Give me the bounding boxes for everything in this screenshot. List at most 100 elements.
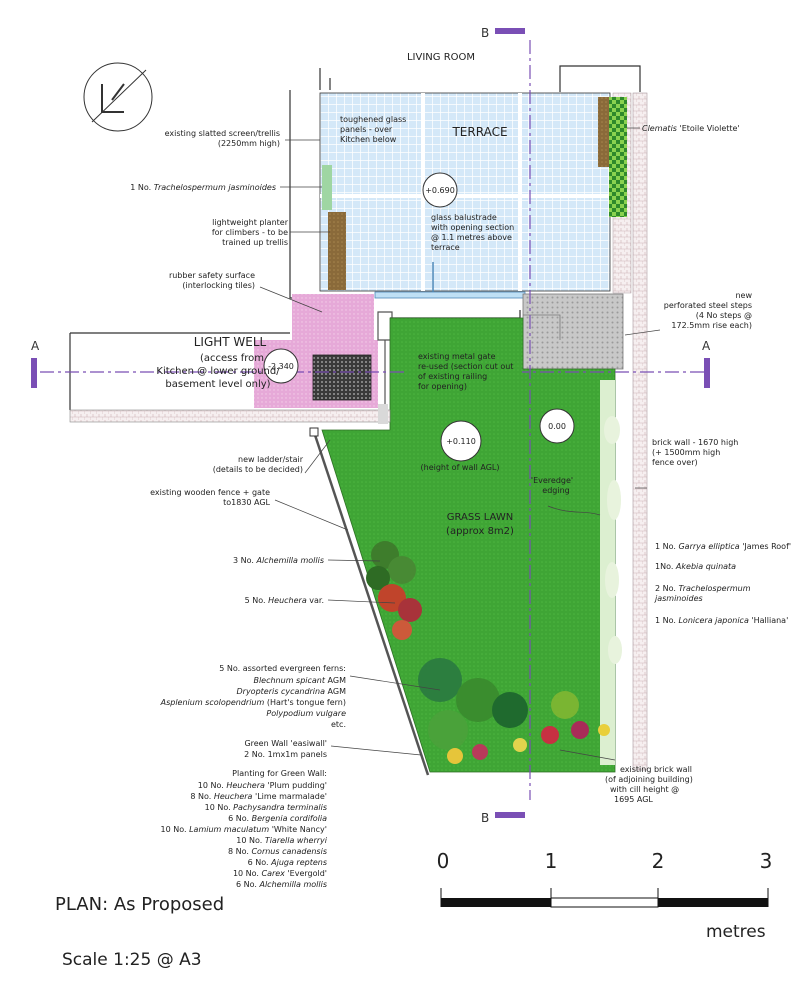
fern-plants <box>418 658 579 750</box>
scale-unit: metres <box>706 922 766 942</box>
svg-text:new: new <box>735 291 752 300</box>
svg-text:172.5mm rise each): 172.5mm rise each) <box>671 321 752 330</box>
planting-item: 8 No. Cornus canadensis <box>228 847 327 856</box>
metal-gate-note: existing metal gate re-used (section cut… <box>418 352 513 391</box>
ferns-etc: etc. <box>331 720 346 729</box>
svg-text:(details to be decided): (details to be decided) <box>213 465 303 474</box>
fern-item: Polypodium vulgare <box>266 709 346 718</box>
svg-text:terrace: terrace <box>431 243 460 252</box>
svg-text:(interlocking tiles): (interlocking tiles) <box>182 281 255 290</box>
svg-text:glass balustrade: glass balustrade <box>431 213 497 222</box>
svg-text:rubber safety surface: rubber safety surface <box>169 271 255 280</box>
svg-text:trained up trellis: trained up trellis <box>222 238 288 247</box>
section-a-right: A <box>702 339 711 353</box>
existing-brick-label: existing brick wall (of adjoining buildi… <box>605 765 693 804</box>
svg-text:(4 No steps @: (4 No steps @ <box>696 311 752 320</box>
garrya-plants <box>604 416 622 664</box>
svg-text:perforated steel steps: perforated steel steps <box>664 301 752 310</box>
light-well-note-1: (access from <box>200 353 264 364</box>
section-line-a <box>31 358 710 388</box>
garrya-label: 1 No. Garrya elliptica 'James Roof' <box>655 542 791 551</box>
trachelospermum-label: 1 No. Trachelospermum jasminoides <box>130 183 276 192</box>
fern-item: Dryopteris cycandrina AGM <box>237 687 347 696</box>
grass-lawn-label: GRASS LAWN <box>447 512 513 523</box>
fern-item: Asplenium scolopendrium (Hart's tongue f… <box>160 698 346 707</box>
steel-steps <box>522 293 624 370</box>
svg-text:(+ 1500mm high: (+ 1500mm high <box>652 448 720 457</box>
scale-text: Scale 1:25 @ A3 <box>62 950 202 970</box>
clematis-label: Clematis 'Etoile Violette' <box>642 124 740 133</box>
planter-label: lightweight planter for climbers - to be… <box>212 218 289 247</box>
toughened-glass-note: toughened glass panels - over Kitchen be… <box>340 115 406 144</box>
svg-text:toughened glass: toughened glass <box>340 115 406 124</box>
svg-text:panels - over: panels - over <box>340 125 393 134</box>
scale-tick-2: 2 <box>652 849 665 873</box>
section-b-top: B <box>481 26 489 40</box>
svg-text:existing slatted screen/trelli: existing slatted screen/trellis <box>165 129 280 138</box>
planting-item: 10 No. Lamium maculatum 'White Nancy' <box>161 825 327 834</box>
svg-text:for climbers - to be: for climbers - to be <box>212 228 288 237</box>
akebia-label: 1No. Akebia quinata <box>655 562 736 571</box>
green-wall-planting <box>447 721 610 764</box>
svg-text:edging: edging <box>542 486 569 495</box>
section-line-b <box>495 28 531 818</box>
clematis-plant <box>609 97 627 217</box>
svg-text:fence over): fence over) <box>652 458 698 467</box>
planting-title: Planting for Green Wall: <box>232 769 327 778</box>
living-room-label: LIVING ROOM <box>407 52 475 63</box>
wooden-fence <box>312 431 430 776</box>
planting-item: 10 No. Carex 'Evergold' <box>233 869 327 878</box>
lawn-level: 0.00 <box>548 422 566 431</box>
svg-text:of existing railing: of existing railing <box>418 372 487 381</box>
light-well-level-marker <box>263 348 299 384</box>
planting-list: 10 No. Heuchera 'Plum pudding'8 No. Heuc… <box>161 781 328 889</box>
trachelospermum-plant <box>322 165 332 210</box>
section-b-bottom: B <box>481 811 489 825</box>
lawn-wall-level: +0.110 <box>446 437 476 446</box>
light-well-level: -2.340 <box>268 362 294 371</box>
planting-item: 6 No. Alchemilla mollis <box>236 880 327 889</box>
planting-item: 10 No. Pachysandra terminalis <box>205 803 327 812</box>
planting-item: 6 No. Bergenia cordifolia <box>228 814 327 823</box>
planting-item: 6 No. Ajuga reptens <box>248 858 327 867</box>
svg-text:brick wall - 1670 high: brick wall - 1670 high <box>652 438 738 447</box>
scale-tick-0: 0 <box>437 849 450 873</box>
brick-wall <box>632 92 648 771</box>
clematis-planter <box>598 97 610 167</box>
light-well-note-3: basement level only) <box>165 379 270 390</box>
left-boundary-wall <box>69 409 391 423</box>
planting-item: 10 No. Tiarella wherryi <box>236 836 328 845</box>
lawn-wall-level-note: (height of wall AGL) <box>421 463 500 472</box>
svg-text:(2250mm high): (2250mm high) <box>218 139 280 148</box>
scale-tick-3: 3 <box>760 849 773 873</box>
light-well-stair <box>312 354 372 401</box>
terrace-area <box>319 92 611 292</box>
terrace-level-marker <box>422 172 458 208</box>
trachelo2-label-line2: jasminoides <box>654 594 703 603</box>
screen-label: existing slatted screen/trellis (2250mm … <box>165 129 280 148</box>
lawn-level-marker <box>539 408 575 444</box>
page-title: PLAN: As Proposed <box>55 894 224 915</box>
rubber-label: rubber safety surface (interlocking tile… <box>169 271 255 290</box>
fern-item: Blechnum spicant AGM <box>253 676 346 685</box>
svg-text:lightweight planter: lightweight planter <box>212 218 289 227</box>
ferns-list: Blechnum spicant AGM Dryopteris cycandrin… <box>160 676 346 729</box>
everedge-note: 'Everedge' edging <box>531 476 573 495</box>
svg-text:with cill height @: with cill height @ <box>610 785 679 794</box>
ladder-label: new ladder/stair (details to be decided) <box>213 455 304 474</box>
svg-text:Kitchen below: Kitchen below <box>340 135 397 144</box>
grass-area-label: (approx 8m2) <box>446 526 514 537</box>
svg-text:for opening): for opening) <box>418 382 467 391</box>
lawn-wall-level-marker <box>440 420 482 462</box>
svg-text:existing metal gate: existing metal gate <box>418 352 496 361</box>
planting-item: 8 No. Heuchera 'Lime marmalade' <box>190 792 327 801</box>
steps-label: new perforated steel steps (4 No steps @… <box>664 291 753 330</box>
terrace-label: TERRACE <box>451 125 507 139</box>
annotation-leaders <box>259 127 661 761</box>
svg-text:existing wooden fence + gate: existing wooden fence + gate <box>150 488 270 497</box>
fence-label: existing wooden fence + gate to1830 AGL <box>150 488 270 507</box>
scale-tick-1: 1 <box>545 849 558 873</box>
svg-text:(of adjoining building): (of adjoining building) <box>605 775 693 784</box>
north-arrow-icon <box>83 62 153 132</box>
svg-text:'Everedge': 'Everedge' <box>531 476 573 485</box>
